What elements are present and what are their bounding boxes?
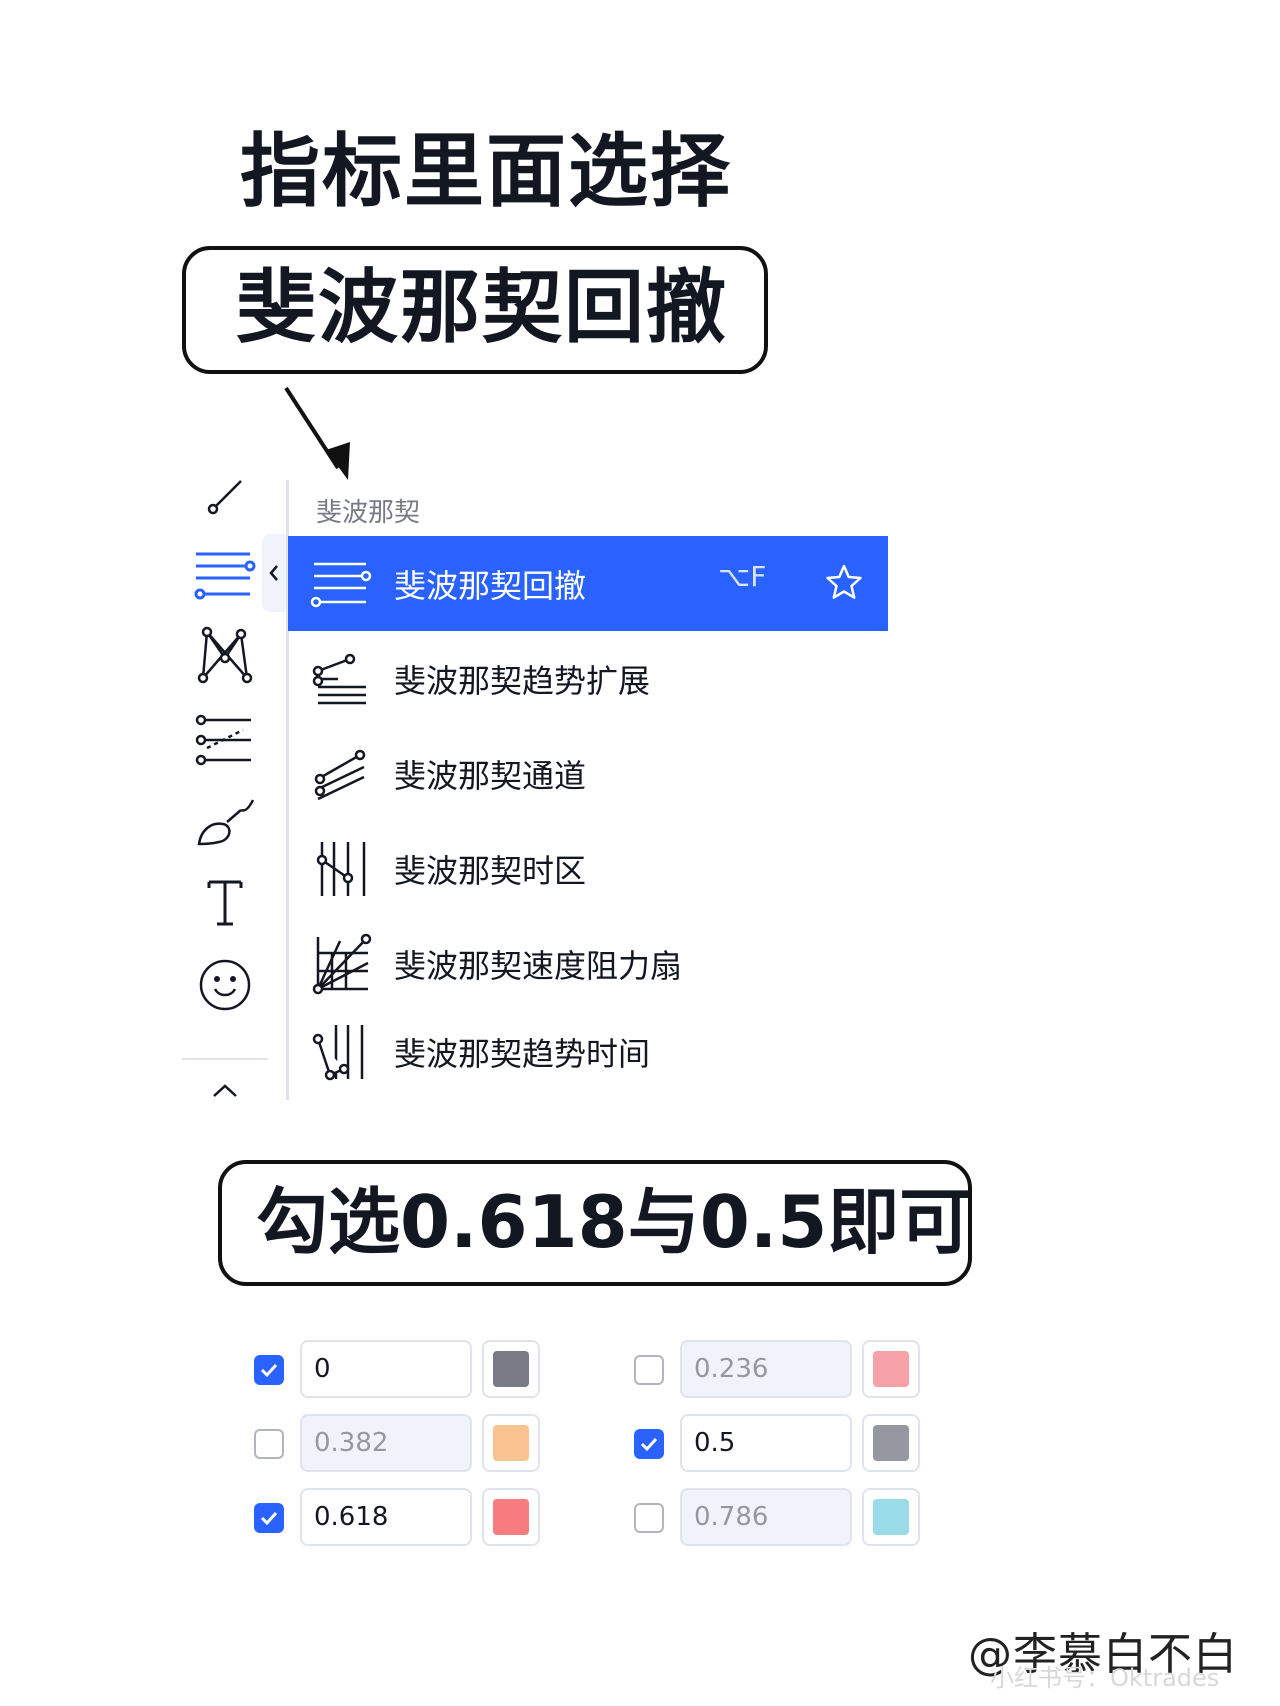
fib-time-zone-icon	[308, 836, 374, 902]
text-icon[interactable]	[182, 870, 268, 936]
menu-item-label: 斐波那契趋势扩展	[394, 661, 651, 700]
callout-text: 斐波那契回撤	[236, 261, 728, 354]
fib-channel-icon	[308, 741, 374, 807]
color-swatch	[493, 1499, 529, 1535]
level-row-4: 0.618	[254, 1488, 544, 1548]
pattern-icon[interactable]	[182, 620, 268, 690]
level-color-picker[interactable]	[862, 1488, 920, 1546]
level-value-input[interactable]: 0.236	[680, 1340, 852, 1398]
menu-item-fib-trend-extension[interactable]: 斐波那契趋势扩展	[288, 631, 888, 726]
fib-trend-time-icon	[308, 1019, 374, 1085]
level-checkbox[interactable]	[254, 1429, 284, 1459]
color-swatch	[873, 1425, 909, 1461]
level-value-input[interactable]: 0.382	[300, 1414, 472, 1472]
menu-item-fib-time-zone[interactable]: 斐波那契时区	[288, 821, 888, 916]
color-swatch	[493, 1425, 529, 1461]
level-row-2: 0.382	[254, 1414, 544, 1474]
level-value-input[interactable]: 0.786	[680, 1488, 852, 1546]
toolbar-divider	[182, 1058, 268, 1060]
level-checkbox[interactable]	[634, 1355, 664, 1385]
level-color-picker[interactable]	[482, 1414, 540, 1472]
fib-retracement-icon[interactable]	[182, 542, 268, 606]
menu-item-fib-trend-time[interactable]: 斐波那契趋势时间	[288, 1011, 888, 1093]
level-checkbox[interactable]	[254, 1355, 284, 1385]
callout-instruction: 勾选0.618与0.5即可	[218, 1160, 972, 1286]
level-row-0: 0	[254, 1340, 544, 1400]
menu-group-title: 斐波那契	[316, 498, 421, 528]
level-color-picker[interactable]	[482, 1488, 540, 1546]
drawing-toolbar	[182, 470, 282, 1100]
chevron-up-icon[interactable]	[182, 1074, 268, 1100]
fib-retracement-icon	[308, 551, 374, 617]
arrow-icon	[284, 386, 350, 480]
brush-icon[interactable]	[182, 790, 268, 854]
menu-item-label: 斐波那契通道	[394, 756, 587, 795]
level-row-3: 0.5	[634, 1414, 924, 1474]
level-value-input[interactable]: 0.5	[680, 1414, 852, 1472]
level-row-1: 0.236	[634, 1340, 924, 1400]
watermark-sub: 小红书号：Oktrades	[990, 1664, 1220, 1692]
menu-item-fib-channel[interactable]: 斐波那契通道	[288, 726, 888, 821]
panel-divider	[286, 480, 289, 1100]
heading-title: 指标里面选择	[240, 125, 732, 218]
callout-text: 勾选0.618与0.5即可	[256, 1180, 972, 1264]
color-swatch	[493, 1351, 529, 1387]
chevron-left-icon	[269, 565, 278, 581]
emoji-icon[interactable]	[182, 950, 268, 1020]
level-color-picker[interactable]	[482, 1340, 540, 1398]
prediction-icon[interactable]	[182, 708, 268, 772]
level-value-input[interactable]: 0	[300, 1340, 472, 1398]
level-value-input[interactable]: 0.618	[300, 1488, 472, 1546]
shortcut-label: ⌥F	[718, 560, 767, 593]
menu-item-label: 斐波那契趋势时间	[394, 1035, 651, 1073]
menu-item-label: 斐波那契速度阻力扇	[394, 946, 683, 985]
collapse-panel-button[interactable]	[262, 534, 286, 612]
fib-speed-fan-icon	[308, 931, 374, 997]
level-checkbox[interactable]	[634, 1503, 664, 1533]
menu-item-fib-speed-fan[interactable]: 斐波那契速度阻力扇	[288, 916, 888, 1011]
color-swatch	[873, 1499, 909, 1535]
watermark: @李慕白不白	[968, 1629, 1238, 1680]
trend-line-icon[interactable]	[182, 470, 268, 524]
menu-item-label: 斐波那契回撤	[394, 566, 587, 605]
color-swatch	[873, 1351, 909, 1387]
callout-fib-retracement: 斐波那契回撤	[182, 246, 768, 374]
level-checkbox[interactable]	[634, 1429, 664, 1459]
level-checkbox[interactable]	[254, 1503, 284, 1533]
level-color-picker[interactable]	[862, 1414, 920, 1472]
level-row-5: 0.786	[634, 1488, 924, 1548]
menu-item-fib-retracement[interactable]: 斐波那契回撤 ⌥F	[288, 536, 888, 631]
level-color-picker[interactable]	[862, 1340, 920, 1398]
menu-item-label: 斐波那契时区	[394, 851, 587, 890]
fib-trend-extension-icon	[308, 646, 374, 712]
star-icon[interactable]	[824, 562, 864, 602]
